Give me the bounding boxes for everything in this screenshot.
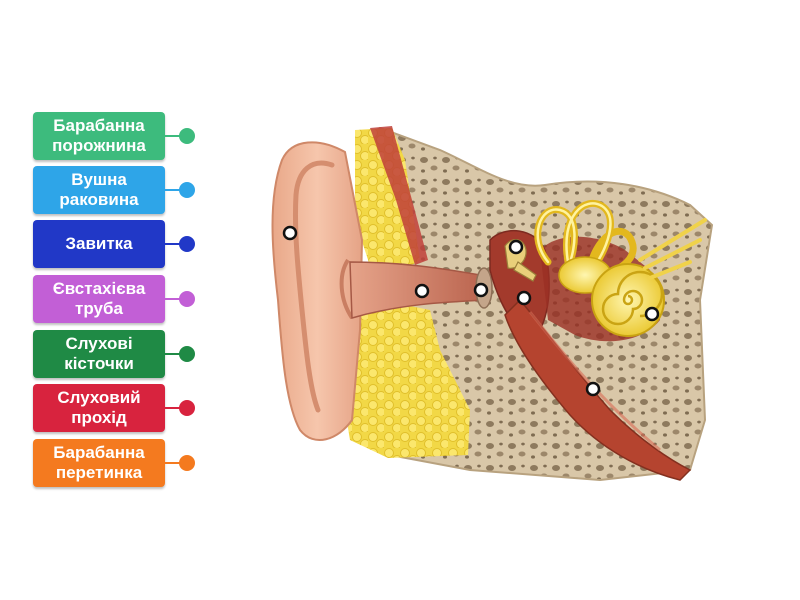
label-auricle[interactable]: Вушна раковина: [33, 166, 165, 214]
label-ossicles[interactable]: Слухові кісточки: [33, 330, 165, 378]
hotspot-ear-canal[interactable]: [414, 283, 430, 299]
label-ear-canal[interactable]: Слуховий прохід: [33, 384, 165, 432]
hotspot-ossicles[interactable]: [508, 239, 524, 255]
drag-handle[interactable]: [179, 291, 195, 307]
connector: [165, 189, 187, 191]
hotspot-cochlea[interactable]: [644, 306, 660, 322]
drag-handle[interactable]: [179, 455, 195, 471]
label-cochlea[interactable]: Завитка: [33, 220, 165, 268]
connector: [165, 243, 187, 245]
drag-handle[interactable]: [179, 400, 195, 416]
connector: [165, 353, 187, 355]
drag-handle[interactable]: [179, 182, 195, 198]
hotspot-outer-ear[interactable]: [282, 225, 298, 241]
label-eardrum[interactable]: Барабанна перетинка: [33, 439, 165, 487]
connector: [165, 407, 187, 409]
label-bank: Барабанна порожнина Вушна раковина Завит…: [0, 0, 200, 600]
hotspot-middle-ear[interactable]: [516, 290, 532, 306]
label-tympanic-cavity[interactable]: Барабанна порожнина: [33, 112, 165, 160]
connector: [165, 298, 187, 300]
drag-handle[interactable]: [179, 128, 195, 144]
hotspot-eustachian-tube[interactable]: [585, 381, 601, 397]
drag-handle[interactable]: [179, 236, 195, 252]
connector: [165, 462, 187, 464]
drag-handle[interactable]: [179, 346, 195, 362]
hotspot-eardrum[interactable]: [473, 282, 489, 298]
connector: [165, 135, 187, 137]
label-eustachian-tube[interactable]: Євстахієва труба: [33, 275, 165, 323]
